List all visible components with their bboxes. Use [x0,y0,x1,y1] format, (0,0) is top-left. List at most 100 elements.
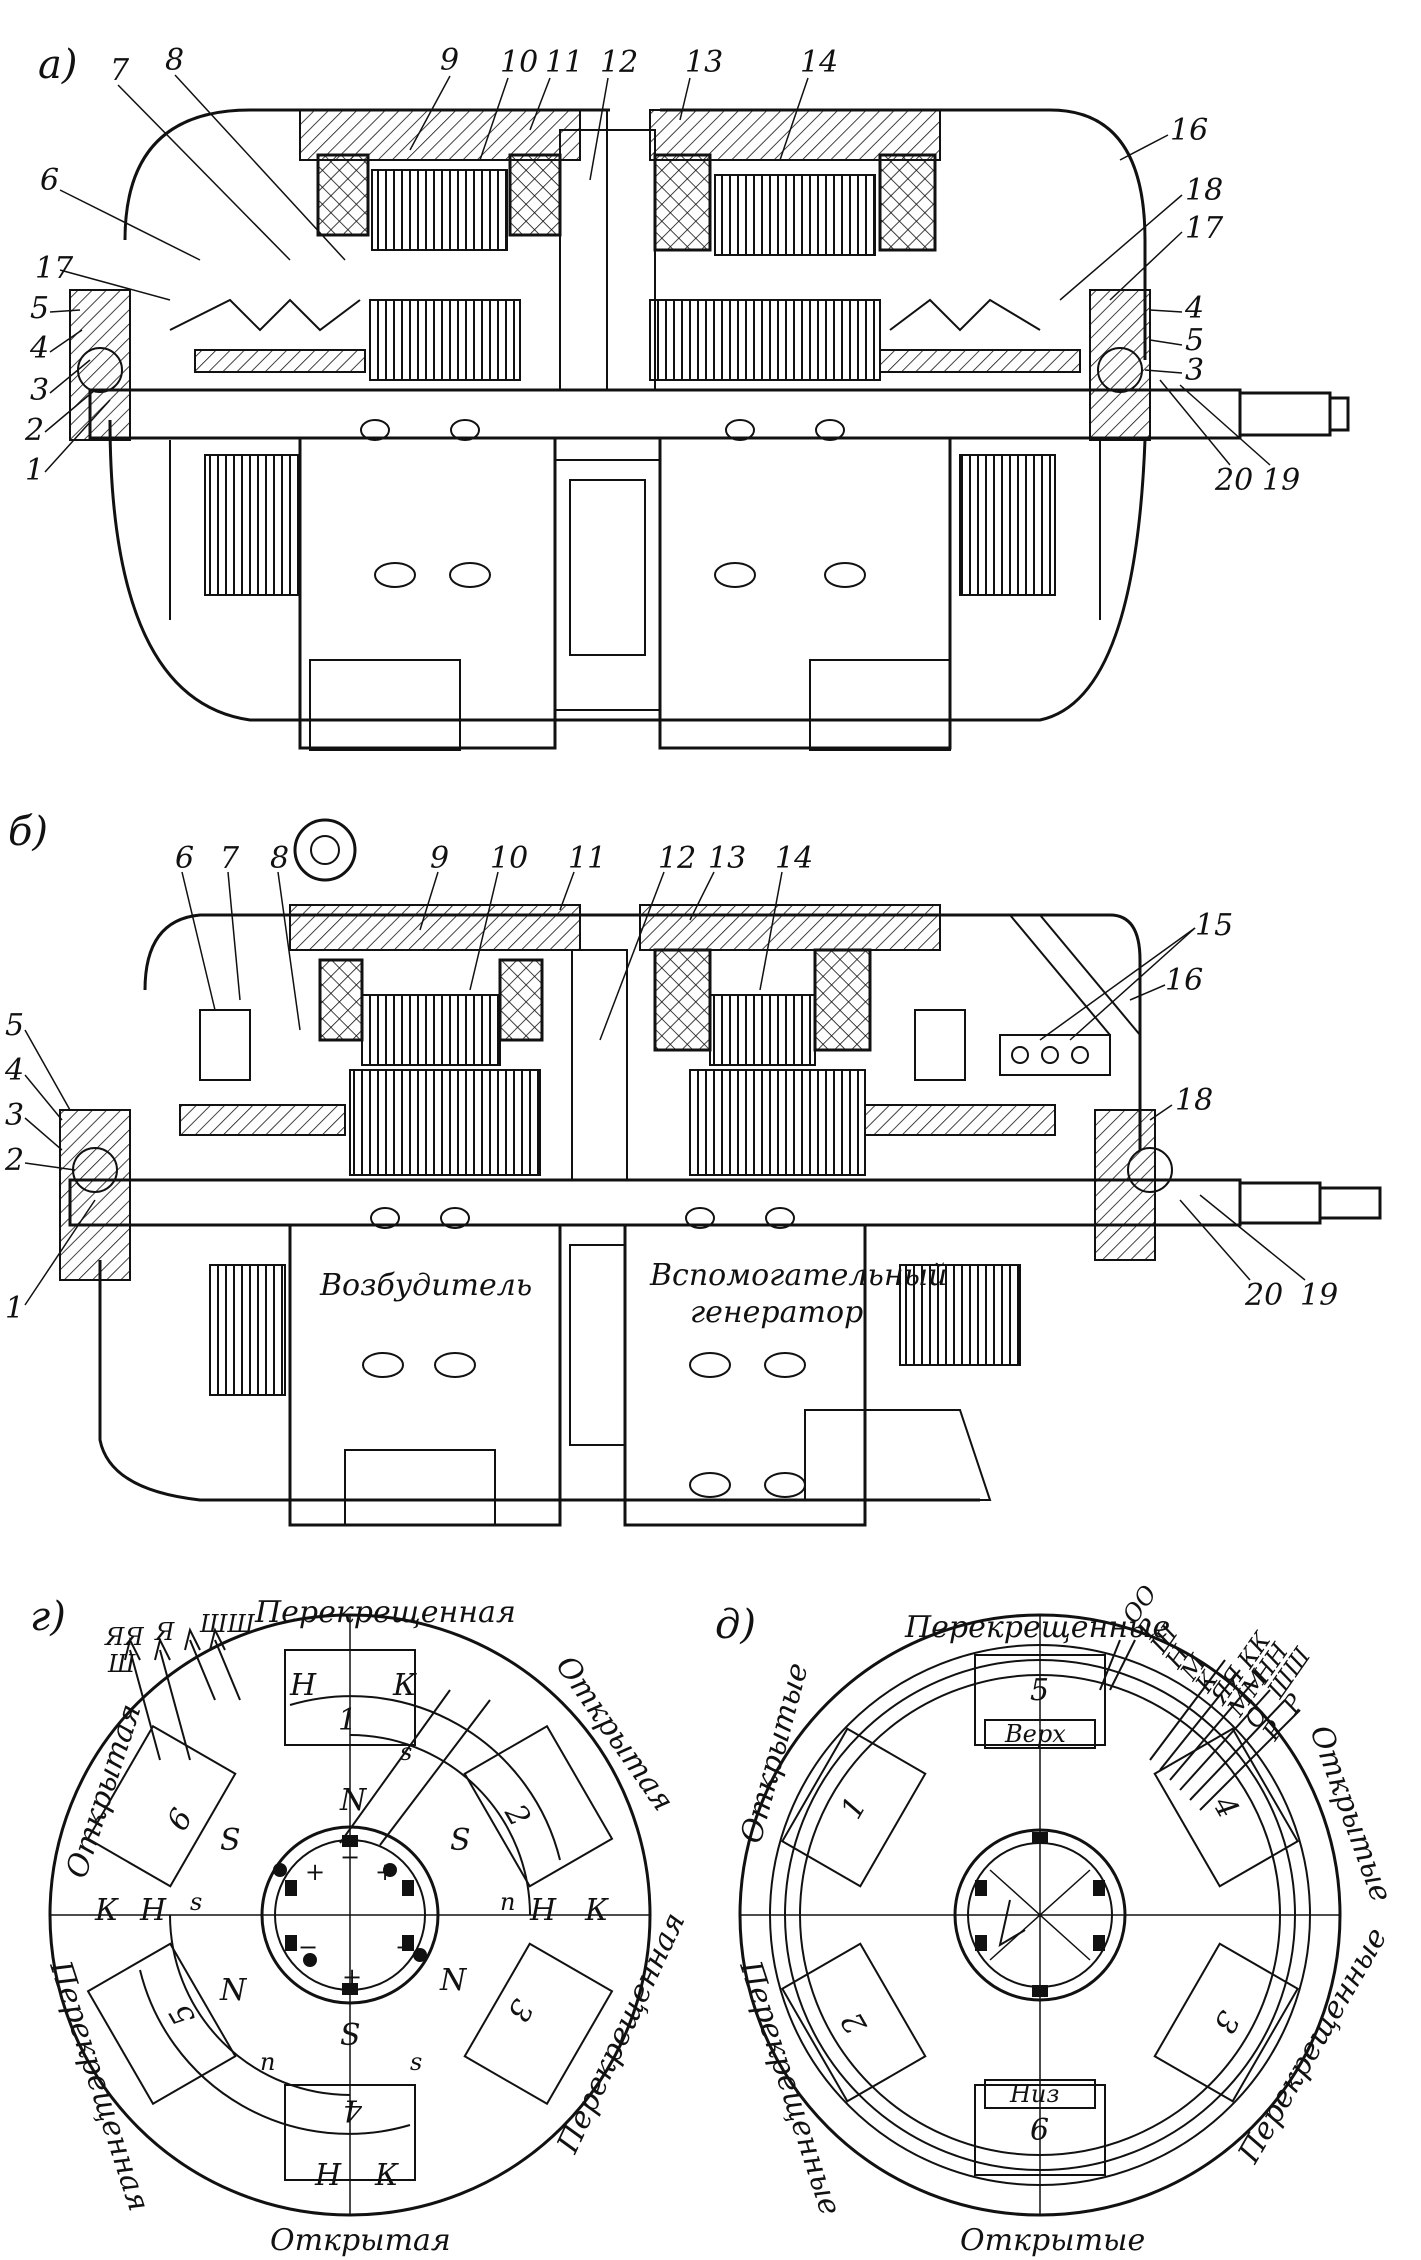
svg-text:S: S [340,2018,361,2053]
aux-generator-label-1: Вспомогательный [649,1258,947,1293]
callout: 16 [1170,113,1208,148]
callout: 10 [500,45,538,80]
svg-text:К: К [584,1893,609,1928]
callout: 20 [1244,1278,1283,1313]
svg-text:Н: Н [314,2158,342,2193]
top-box-label: Верх [1004,1720,1066,1748]
side-label: Перекрещенная [42,1956,156,2216]
panel-a-section-drawing: а) [24,42,1350,751]
svg-text:К: К [392,1668,417,1703]
callout: 3 [30,373,49,408]
callout: 4 [29,331,49,366]
callout: 2 [4,1143,24,1178]
callout: 19 [1300,1278,1338,1313]
callout: 8 [270,841,289,876]
svg-text:5: 5 [1030,1673,1049,1708]
panel-b-callouts: 6 7 8 9 10 11 12 13 14 15 16 5 4 [4,841,1338,1326]
svg-text:К: К [94,1893,119,1928]
callout: 14 [775,841,813,876]
exciter-label: Возбудитель [319,1268,532,1303]
callout: 1 [5,1291,24,1326]
pole: 1 [284,1649,416,1746]
side-label: Перекрещенные [1231,1922,1394,2170]
callout: 7 [220,841,240,876]
pole: 5 Верх [974,1654,1106,1749]
panel-b-label: б) [8,809,48,855]
svg-text:6: 6 [1030,2113,1049,2148]
callout: 4 [4,1053,24,1088]
svg-text:К: К [374,2158,399,2193]
terminal-label: Я [154,1618,175,1646]
svg-text:−: − [395,1933,415,1961]
svg-text:N: N [219,1973,248,2008]
panel-g-label: г) [30,1594,66,1640]
callout: 15 [1195,908,1233,943]
panel-a-callouts: 7 8 9 10 11 12 13 14 16 6 17 18 17 [24,43,1300,498]
svg-text:4: 4 [1205,1789,1245,1824]
callout: 11 [545,45,583,80]
callout: 20 [1214,463,1253,498]
panel-a-label: а) [38,42,77,88]
terminal-labels: ОО Р Ш Н М К ЯЯ КК ММ НН О ШШ Р Р [1117,1580,1317,1746]
callout: 12 [658,841,696,876]
svg-text:−: − [340,1843,360,1871]
svg-text:3: 3 [500,1993,540,2027]
callout: 5 [1185,323,1204,358]
side-label: Открытые [960,2223,1145,2258]
svg-text:3: 3 [1206,2005,1246,2039]
side-label: Открытая [59,1700,148,1883]
callout: 13 [685,45,723,80]
side-label: Перекрещенная [254,1595,516,1630]
pole: 4 [1153,1727,1300,1888]
callout: 14 [800,45,838,80]
svg-text:4: 4 [343,2092,363,2127]
svg-text:2: 2 [497,1798,537,1833]
svg-text:s: s [190,1888,202,1916]
side-label: Открытые [1302,1721,1398,1907]
pole: 5 [86,1942,237,2106]
callout: 17 [1185,211,1224,246]
callout: 6 [40,163,59,198]
side-label: Открытая [270,2223,451,2258]
callout: 5 [5,1008,24,1043]
callout: 2 [24,413,44,448]
panel-d-wiring-diagram: д) 5 Верх 6 Низ 4 3 [715,1580,1399,2258]
callout: 8 [165,43,184,78]
callout: 5 [30,291,49,326]
callout: 11 [568,841,606,876]
callout: 12 [600,45,638,80]
side-label: Перекрещенные [904,1610,1170,1645]
callout: 16 [1165,963,1203,998]
bottom-box-label: Низ [1009,2080,1059,2108]
svg-text:Н: Н [139,1893,167,1928]
side-label: Открытая [548,1650,680,1818]
callout: 7 [110,53,130,88]
panel-b-section-drawing: б) [4,809,1382,1527]
svg-text:−: − [298,1933,318,1961]
callout: 18 [1185,173,1223,208]
callout: 3 [1185,353,1204,388]
svg-text:S: S [450,1823,471,1858]
svg-text:s: s [400,1738,412,1766]
svg-text:+: + [342,1963,362,1991]
svg-text:s: s [410,2048,422,2076]
callout: 3 [5,1098,24,1133]
svg-text:S: S [220,1823,241,1858]
svg-text:6: 6 [160,1803,200,1837]
callout: 6 [175,841,194,876]
callout: 17 [35,251,74,286]
svg-text:+: + [375,1858,395,1886]
side-label: Перекрещенная [550,1907,692,2159]
callout: 1 [25,453,44,488]
pole: 6 Низ [974,2079,1106,2176]
side-label: Перекрещенные [732,1956,848,2220]
svg-text:2: 2 [835,2006,875,2041]
callout: 9 [440,43,459,78]
callout: 18 [1175,1083,1213,1118]
callout: 10 [490,841,528,876]
pole: 4 [284,2084,416,2181]
svg-text:5: 5 [163,1997,203,2031]
svg-text:n: n [260,2048,275,2076]
pole: 1 [780,1727,927,1888]
